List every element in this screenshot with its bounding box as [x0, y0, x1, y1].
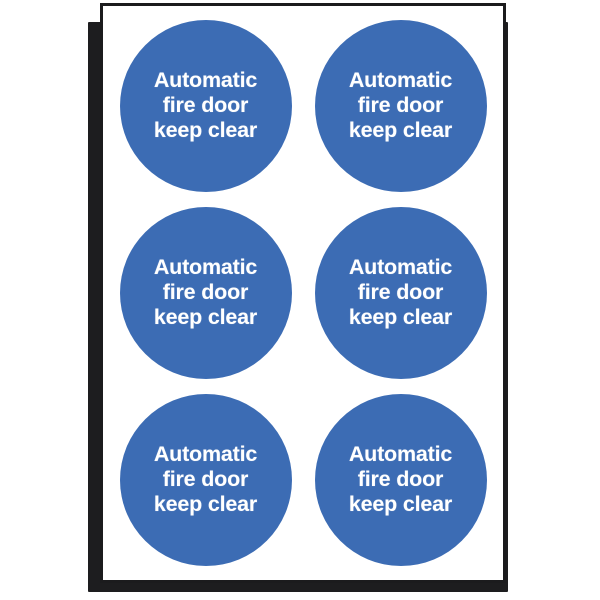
- label-sheet: Automatic fire door keep clear Automatic…: [100, 3, 506, 583]
- sticker-2[interactable]: Automatic fire door keep clear: [314, 19, 487, 192]
- sticker-label: Automatic fire door keep clear: [348, 442, 453, 516]
- sticker-grid: Automatic fire door keep clear Automatic…: [103, 6, 503, 580]
- sticker-4[interactable]: Automatic fire door keep clear: [314, 206, 487, 379]
- sticker-label: Automatic fire door keep clear: [153, 68, 258, 142]
- sticker-3[interactable]: Automatic fire door keep clear: [119, 206, 292, 379]
- sticker-1[interactable]: Automatic fire door keep clear: [119, 19, 292, 192]
- sticker-label: Automatic fire door keep clear: [153, 442, 258, 516]
- sticker-label: Automatic fire door keep clear: [348, 68, 453, 142]
- sticker-label: Automatic fire door keep clear: [348, 255, 453, 329]
- sticker-label: Automatic fire door keep clear: [153, 255, 258, 329]
- sticker-5[interactable]: Automatic fire door keep clear: [119, 393, 292, 566]
- sticker-6[interactable]: Automatic fire door keep clear: [314, 393, 487, 566]
